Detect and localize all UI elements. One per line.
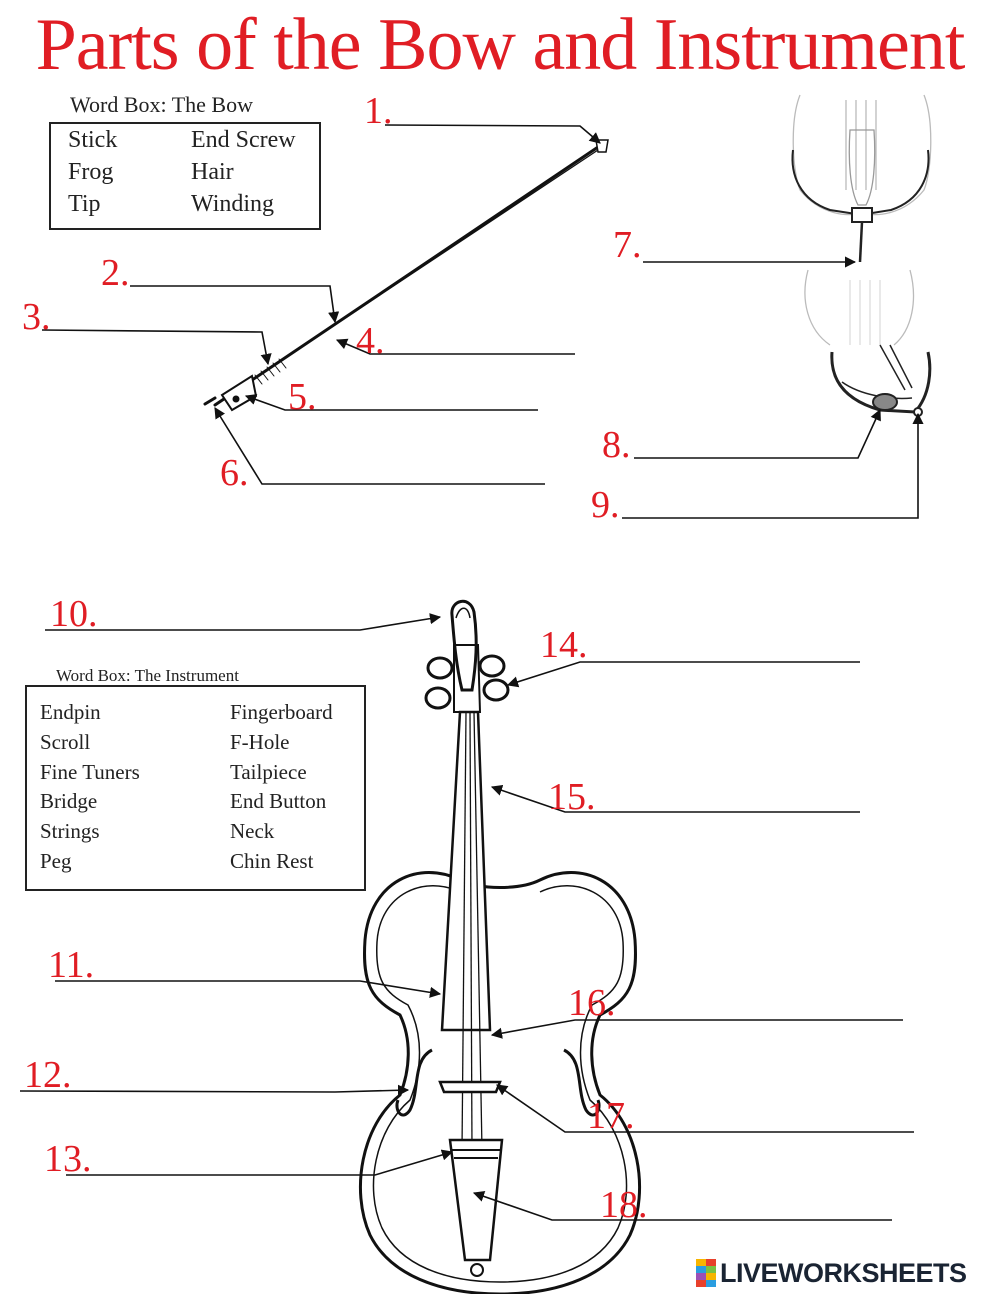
leader-line-18 (472, 1191, 892, 1221)
label-number-18: 18. (600, 1184, 648, 1226)
instrument-word: Fingerboard (230, 700, 333, 724)
label-number-7: 7. (613, 224, 642, 266)
leader-line-12 (19, 1084, 410, 1096)
leader-line-16 (490, 1019, 903, 1039)
label-number-14: 14. (540, 624, 588, 666)
leader-line-1 (384, 124, 601, 144)
bow-wordbox (49, 122, 321, 230)
instrument-word: Strings (40, 819, 100, 843)
leader-line-10 (45, 613, 442, 631)
label-number-11: 11. (48, 944, 95, 986)
label-number-15: 15. (548, 776, 596, 818)
label-number-10: 10. (50, 593, 98, 635)
label-number-9: 9. (591, 484, 620, 526)
logo-icon (696, 1259, 716, 1287)
instrument-word: Fine Tuners (40, 760, 140, 784)
logo-text: LIVEWORKSHEETS (720, 1257, 967, 1288)
leader-line-4 (335, 338, 575, 355)
instrument-word: Tailpiece (230, 760, 307, 784)
label-number-17: 17. (587, 1095, 635, 1137)
leader-line-15 (490, 784, 860, 813)
bow-wordbox-title: Word Box: The Bow (70, 92, 253, 117)
violin-illustration (358, 600, 642, 1294)
label-number-2: 2. (101, 252, 130, 294)
leader-line-3 (41, 329, 272, 366)
leader-line-9 (622, 412, 924, 519)
bow-word: Hair (191, 159, 234, 185)
page-title: Parts of the Bow and Instrument (35, 4, 966, 86)
bow-illustration (203, 139, 609, 412)
liveworksheets-logo: LIVEWORKSHEETS (696, 1258, 967, 1288)
label-number-13: 13. (44, 1138, 92, 1180)
label-number-16: 16. (568, 982, 616, 1024)
label-number-3: 3. (22, 296, 51, 338)
instrument-wordbox (25, 685, 366, 891)
label-number-8: 8. (602, 424, 631, 466)
label-number-5: 5. (288, 376, 317, 418)
leader-line-8 (634, 408, 881, 459)
bow-word: Frog (68, 159, 114, 185)
instrument-word: Scroll (40, 730, 91, 754)
instrument-word: F-Hole (230, 730, 290, 754)
leader-line-2 (130, 285, 340, 324)
instrument-word: Endpin (40, 700, 101, 724)
leader-line-13 (66, 1149, 454, 1176)
leader-line-11 (55, 980, 442, 998)
bow-word: End Screw (191, 127, 296, 153)
instrument-word: Neck (230, 819, 275, 843)
instrument-word: Chin Rest (230, 849, 314, 873)
instrument-word: End Button (230, 789, 327, 813)
bow-word: Winding (191, 191, 275, 217)
label-number-1: 1. (364, 90, 393, 132)
label-number-6: 6. (220, 452, 249, 494)
leader-line-6 (214, 407, 545, 485)
instrument-word: Bridge (40, 789, 98, 813)
leader-lines (19, 124, 924, 1221)
leader-line-5 (244, 394, 538, 411)
bow-word: Stick (68, 127, 118, 153)
bow-word: Tip (68, 191, 101, 217)
label-number-4: 4. (356, 320, 385, 362)
instrument-word: Peg (40, 849, 72, 873)
label-number-12: 12. (24, 1054, 72, 1096)
leader-line-17 (496, 1084, 914, 1133)
instrument-wordbox-title: Word Box: The Instrument (56, 666, 239, 685)
leader-line-14 (506, 661, 860, 688)
